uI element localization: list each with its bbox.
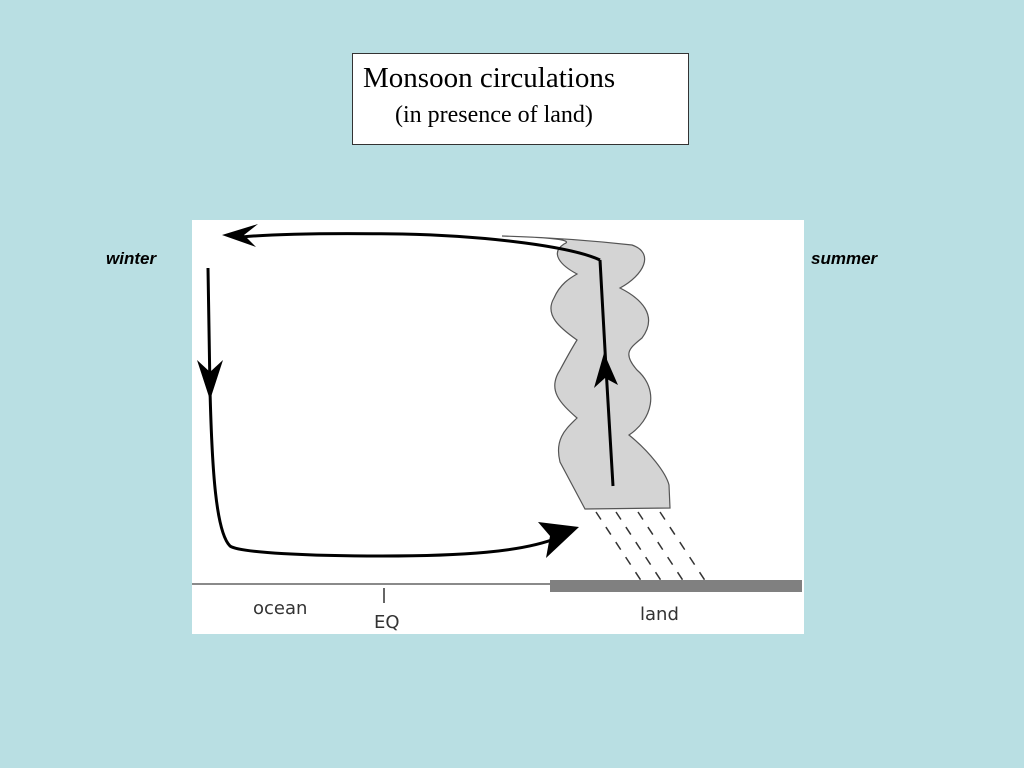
arrowhead-left: [222, 224, 258, 247]
equator-label: EQ: [374, 612, 400, 633]
upper-return-flow: [241, 232, 601, 262]
arrowhead-right: [538, 522, 579, 558]
diagram-panel: [192, 220, 804, 634]
ocean-label: ocean: [253, 598, 307, 619]
monsoon-diagram: ocean EQ land: [192, 220, 804, 634]
cloud-column: [501, 235, 671, 510]
winter-label: winter: [106, 249, 157, 268]
descending-flow: [206, 267, 558, 558]
title-box: Monsoon circulations (in presence of lan…: [352, 53, 689, 145]
slide-subtitle: (in presence of land): [395, 102, 593, 128]
land-bar: [550, 580, 802, 592]
arrowhead-down: [197, 360, 223, 400]
land-label: land: [640, 604, 679, 625]
summer-label: summer: [811, 249, 878, 268]
slide-title: Monsoon circulations: [363, 62, 616, 94]
rain-streaks: [595, 511, 707, 583]
arrowhead-up: [594, 353, 618, 388]
